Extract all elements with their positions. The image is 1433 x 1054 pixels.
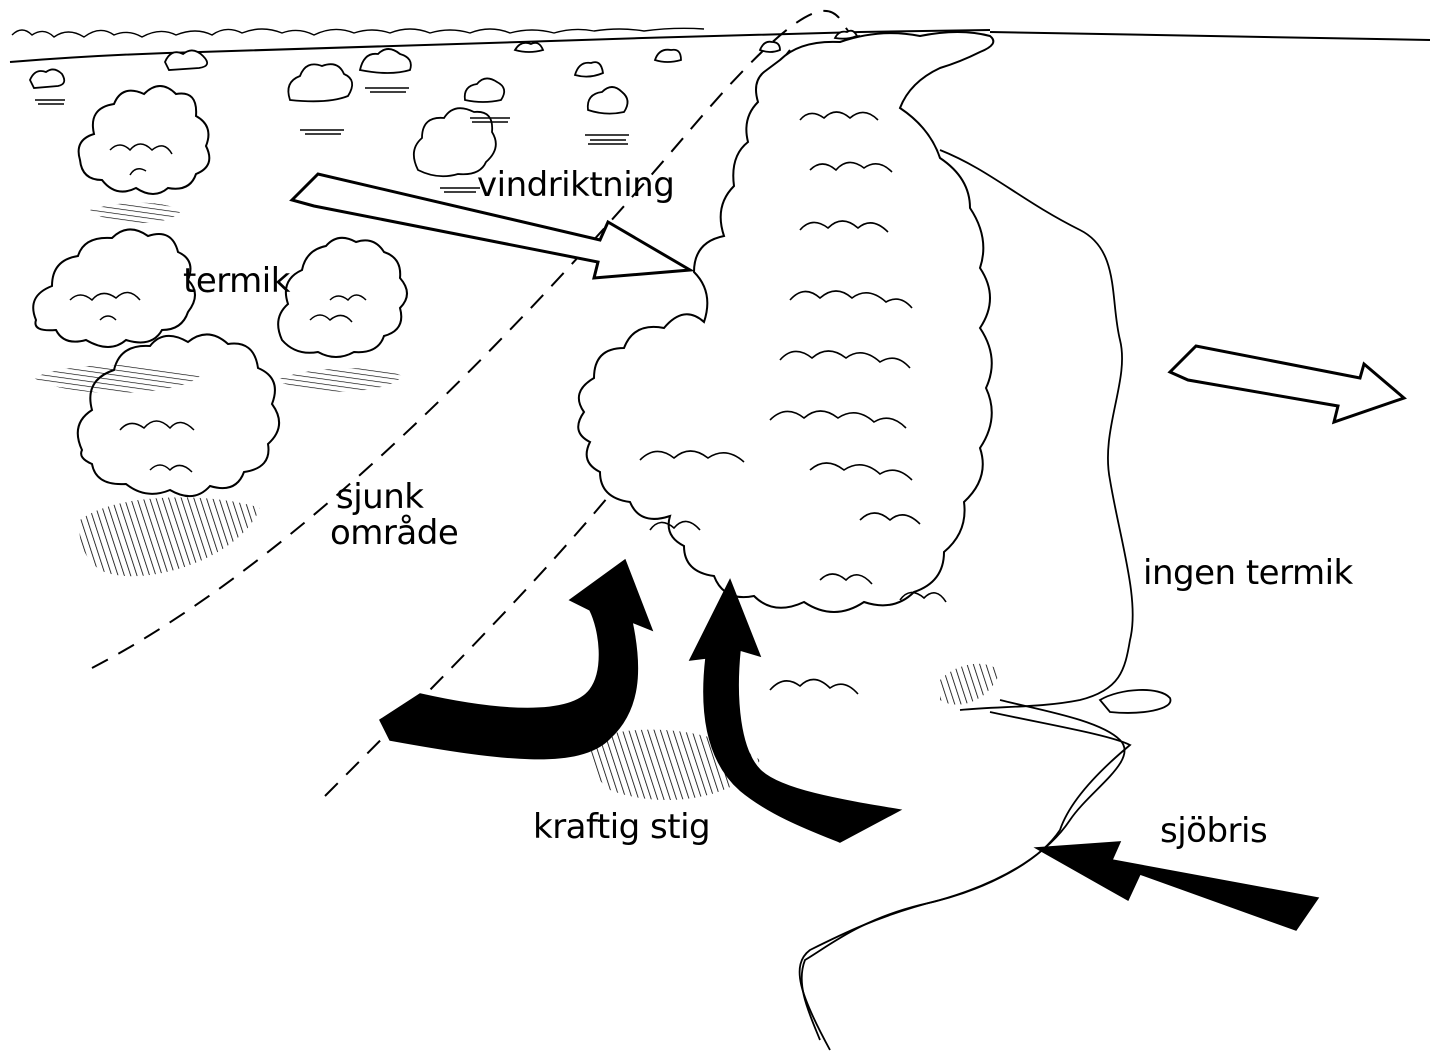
wind-direction-label: vindriktning [477, 168, 674, 204]
sea-breeze-front-clouds [578, 32, 993, 612]
no-thermal-label: ingen termik [1143, 556, 1353, 592]
sink-area-label-line1: sjunk [330, 480, 458, 516]
horizon [10, 28, 1430, 62]
outflow-arrow [1170, 346, 1404, 422]
strong-lift-label: kraftig stig [533, 810, 710, 846]
thermal-label: termik [183, 264, 290, 300]
sink-area-label-line2: område [330, 516, 458, 552]
sea-breeze-label: sjöbris [1160, 814, 1267, 850]
sea-breeze-arrow [1036, 842, 1318, 930]
sink-area-label: sjunk område [330, 480, 458, 551]
